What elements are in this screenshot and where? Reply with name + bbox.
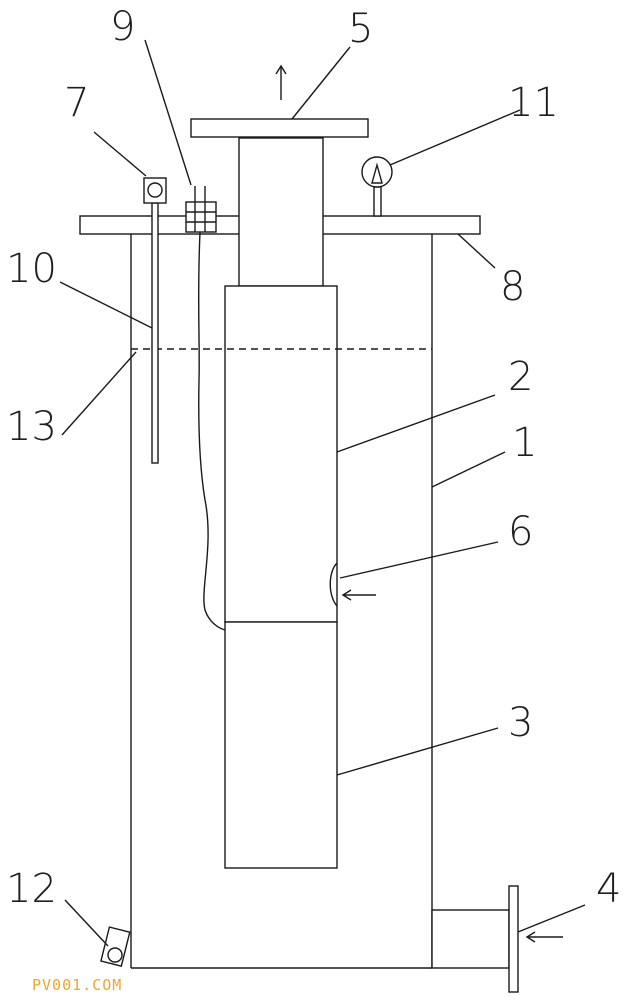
leader-4 [517, 904, 586, 933]
leader-5 [291, 46, 351, 120]
leader-7 [93, 131, 147, 177]
side-inlet-flange [508, 885, 519, 993]
leader-lines [59, 39, 586, 947]
label-7: 7 [64, 80, 89, 126]
drain-valve [100, 926, 131, 967]
leader-1 [431, 451, 506, 488]
label-1: 1 [512, 420, 537, 466]
lower-section [224, 621, 338, 869]
outlet-arrow [275, 64, 287, 100]
leader-13 [61, 351, 137, 436]
sensor-fitting [185, 186, 217, 233]
leader-12 [64, 899, 109, 947]
outlet-flange [190, 118, 369, 138]
side-inlet-arrow [525, 931, 563, 943]
watermark-text: PV001.COM [32, 976, 122, 994]
label-5: 5 [348, 6, 373, 52]
label-3: 3 [508, 700, 533, 746]
leader-6 [339, 541, 499, 579]
label-9: 9 [110, 4, 135, 50]
inlet-arrow [341, 589, 376, 601]
label-12: 12 [6, 866, 57, 912]
level-gauge-dial [147, 182, 163, 198]
side-inlet-pipe [431, 909, 510, 969]
leader-2 [336, 394, 496, 453]
outlet-pipe [238, 137, 324, 287]
label-2: 2 [508, 354, 533, 400]
leader-11 [389, 109, 521, 166]
label-8: 8 [500, 264, 525, 310]
pressure-gauge [361, 156, 393, 217]
label-10: 10 [6, 246, 57, 292]
leader-10 [59, 281, 153, 329]
part-labels: 9 5 7 11 8 10 13 2 1 6 3 4 12 [6, 4, 621, 912]
label-6: 6 [508, 509, 533, 555]
level-rod [151, 202, 159, 464]
leader-9 [144, 39, 192, 186]
leader-8 [457, 233, 496, 269]
label-4: 4 [596, 866, 621, 912]
side-inlet-opening [329, 562, 338, 607]
vessel-body [130, 234, 433, 969]
inner-tube [224, 285, 338, 623]
label-13: 13 [6, 404, 57, 450]
sensor-wire [197, 231, 226, 631]
label-11: 11 [508, 80, 559, 126]
leader-3 [336, 727, 499, 776]
level-gauge [143, 177, 167, 204]
